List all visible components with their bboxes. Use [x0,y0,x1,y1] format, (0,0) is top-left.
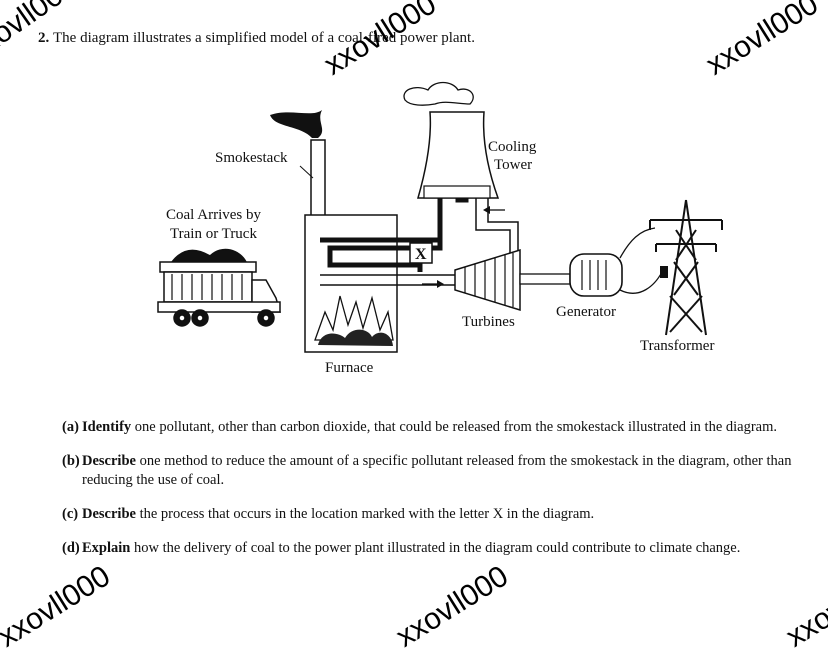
part-b-tag: (b) [62,453,80,469]
part-a-tag: (a) [62,419,79,435]
transformer-tower [649,199,723,336]
question-heading: 2. The diagram illustrates a simplified … [38,30,475,47]
label-coal-arrives-1: Coal Arrives by [166,207,261,223]
label-transformer: Transformer [640,338,714,354]
label-coal-arrives-2: Train or Truck [170,226,257,242]
part-d-text: how the delivery of coal to the power pl… [130,540,741,556]
smokestack-smoke [270,110,323,138]
label-smokestack: Smokestack [215,150,288,166]
label-cooling-2: Tower [494,157,532,173]
part-d: (d) Explain how the delivery of coal to … [62,539,812,558]
part-c-text: the process that occurs in the location … [135,506,595,522]
x-marker-label: X [415,246,427,263]
part-a-verb: Identify [82,419,132,435]
part-b-verb: Describe [82,453,136,469]
smokestack [310,139,326,217]
part-d-tag: (d) [62,540,80,556]
part-a-text: one pollutant, other than carbon dioxide… [131,419,778,435]
power-line [619,227,656,259]
question-parts: (a) Identify one pollutant, other than c… [62,418,812,573]
turbines [454,248,521,312]
furnace-fire [314,295,394,346]
part-c-verb: Describe [82,506,136,522]
question-number: 2. [38,30,50,46]
part-d-verb: Explain [82,540,131,556]
cooling-tower-steam [403,81,474,106]
turbine-shaft [519,273,571,285]
label-cooling-1: Cooling [488,139,537,155]
coal-truck [157,248,281,327]
label-furnace: Furnace [325,360,374,376]
cooling-tower [417,111,500,199]
question-text: The diagram illustrates a simplified mod… [53,30,475,46]
label-turbines: Turbines [462,314,515,330]
part-c-tag: (c) [62,506,79,522]
power-plant-diagram: X [157,81,723,376]
part-b-text: one method to reduce the amount of a spe… [82,453,792,488]
x-marker-box [409,242,433,264]
part-b: (b) Describe one method to reduce the am… [62,452,812,490]
part-a: (a) Identify one pollutant, other than c… [62,418,812,437]
generator [569,253,623,297]
part-c: (c) Describe the process that occurs in … [62,505,812,524]
label-generator: Generator [556,304,616,320]
